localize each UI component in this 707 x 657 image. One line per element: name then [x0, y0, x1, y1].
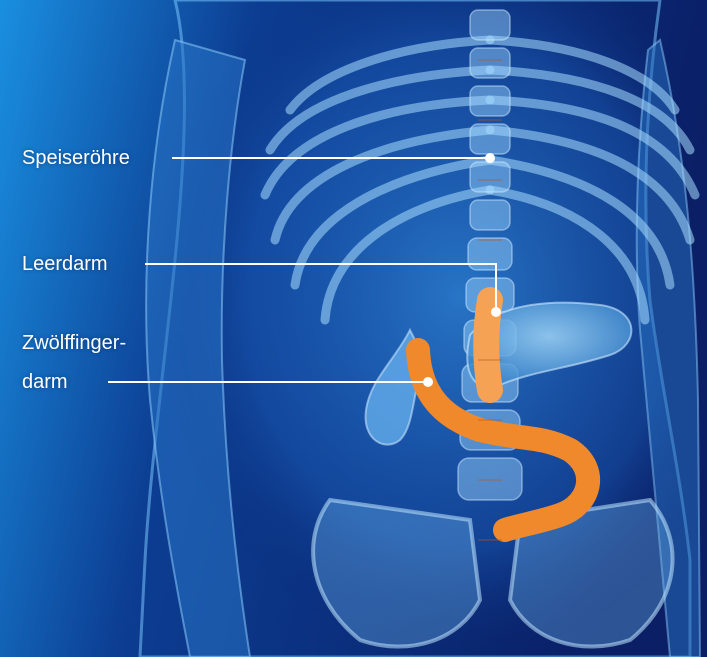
pointer-dot-speiseroehre	[486, 154, 494, 162]
pointer-dot-zwoelffingerdarm	[424, 378, 432, 386]
pointer-dot-leerdarm	[492, 308, 500, 316]
label-zwoelffingerdarm-line2: darm	[22, 367, 68, 397]
label-zwoelffingerdarm-line1: Zwölffinger-	[22, 328, 126, 358]
jejunum-tube	[486, 300, 490, 390]
label-leerdarm: Leerdarm	[22, 249, 108, 279]
label-speiseroehre: Speiseröhre	[22, 143, 130, 173]
